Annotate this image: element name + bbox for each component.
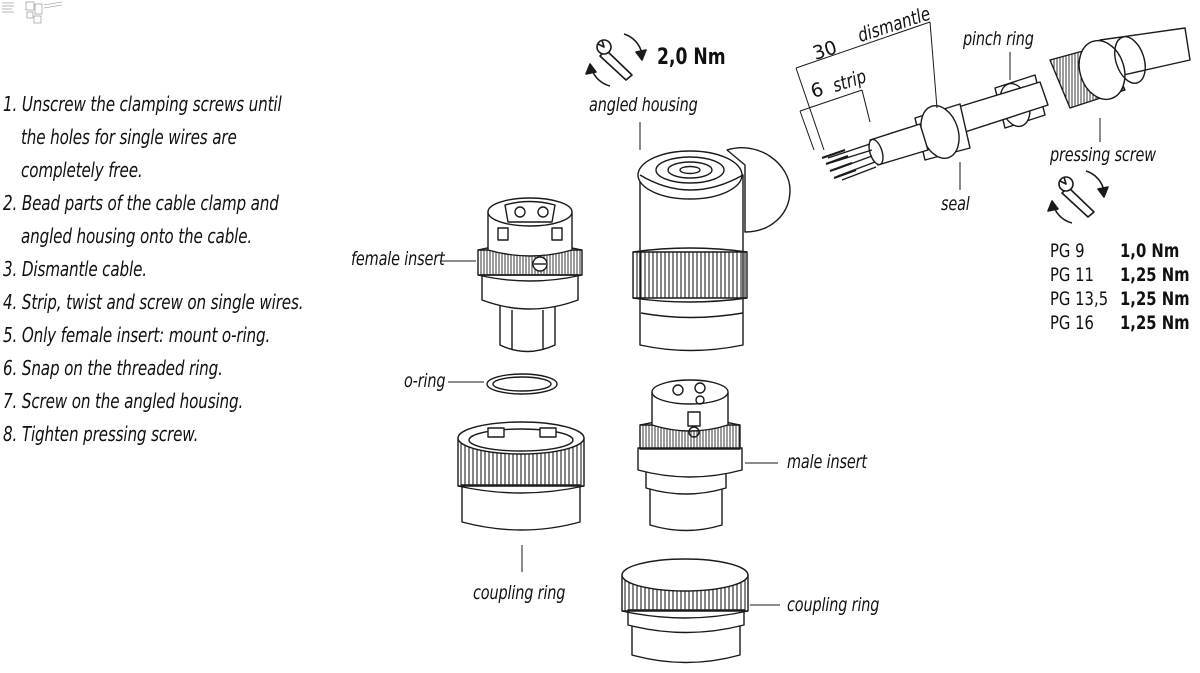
pg-size: PG 16 [1050, 312, 1094, 334]
pg-size: PG 9 [1050, 240, 1085, 262]
label-seal: seal [941, 193, 970, 215]
label-coupling-ring-left: coupling ring [473, 582, 566, 604]
step-4: 4. Strip, twist and screw on single wire… [3, 290, 304, 314]
step-1-cont-a: the holes for single wires are [21, 125, 237, 149]
step-1-cont-b: completely free. [21, 158, 143, 182]
label-pinch-ring: pinch ring [963, 28, 1034, 50]
cable-assembly [821, 27, 1191, 181]
pg-torque: 1,25 Nm [1120, 312, 1190, 334]
label-pressing-screw: pressing screw [1050, 144, 1156, 166]
wrench-rotate-icon [1047, 170, 1109, 224]
step-6: 6. Snap on the threaded ring. [3, 356, 223, 380]
label-coupling-ring-right: coupling ring [787, 594, 880, 616]
pg-size: PG 11 [1050, 264, 1094, 286]
wrench-rotate-icon [585, 33, 647, 87]
leader-lines [440, 52, 1101, 606]
coupling-ring-right [621, 558, 749, 664]
pg-torque: 1,0 Nm [1120, 240, 1180, 262]
o-ring [486, 373, 558, 395]
dimension-lines [795, 21, 938, 151]
thumbnail-preview [2, 1, 63, 24]
housing-torque-value: 2,0 Nm [657, 45, 726, 70]
label-o-ring: o-ring [404, 370, 446, 392]
step-2-cont: angled housing onto the cable. [21, 224, 253, 248]
pg-torque: 1,25 Nm [1120, 264, 1190, 286]
pg-size: PG 13,5 [1050, 288, 1109, 310]
step-7: 7. Screw on the angled housing. [3, 389, 244, 413]
step-5: 5. Only female insert: mount o-ring. [3, 323, 271, 347]
male-insert [637, 379, 743, 532]
step-3: 3. Dismantle cable. [3, 257, 147, 281]
pg-torque: 1,25 Nm [1120, 288, 1190, 310]
female-insert [477, 197, 583, 353]
label-angled-housing: angled housing [589, 94, 698, 116]
step-8: 8. Tighten pressing screw. [3, 422, 199, 446]
label-female-insert: female insert [351, 248, 445, 270]
coupling-ring-left [457, 421, 585, 531]
step-1: 1. Unscrew the clamping screws until [3, 92, 282, 116]
step-2: 2. Bead parts of the cable clamp and [3, 191, 279, 215]
angled-housing [632, 147, 791, 352]
label-male-insert: male insert [787, 451, 867, 473]
